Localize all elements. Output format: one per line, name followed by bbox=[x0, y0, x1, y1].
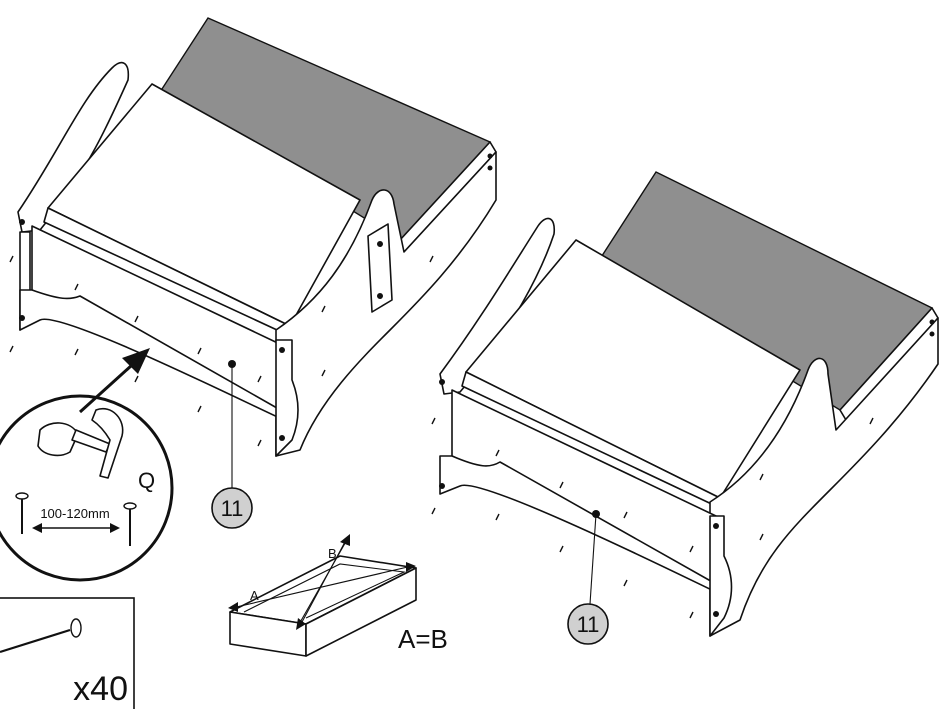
screw-hole bbox=[929, 319, 935, 325]
screw-hole bbox=[929, 331, 935, 337]
hardware-box: x40 bbox=[0, 597, 135, 709]
screw-hole bbox=[377, 293, 383, 299]
right-assembly: 11 bbox=[431, 171, 939, 645]
right-leg bbox=[275, 339, 299, 457]
nail-icon-left bbox=[15, 492, 29, 500]
front-foot-right bbox=[439, 455, 717, 593]
arrow-a-left bbox=[228, 602, 238, 612]
screw-hole bbox=[713, 523, 719, 529]
tool-label: Q bbox=[138, 468, 155, 493]
screw-hole bbox=[439, 379, 445, 385]
arrow-b-top bbox=[340, 534, 350, 546]
screw-hole bbox=[19, 315, 25, 321]
hammer-detail: Q 100-120mm bbox=[0, 348, 174, 582]
nail-length-label: 100-120mm bbox=[40, 506, 109, 521]
hardware-quantity: x40 bbox=[73, 670, 128, 708]
diagonal-check: A B A=B bbox=[228, 534, 448, 657]
front-foot bbox=[19, 289, 285, 421]
nail-icon-right bbox=[123, 502, 137, 510]
part-11-leader-right bbox=[589, 513, 597, 605]
screw-hole bbox=[279, 435, 285, 441]
nail-marks-right bbox=[431, 417, 874, 619]
part-11-callout-right bbox=[567, 603, 609, 645]
right-side-panel-right bbox=[709, 317, 939, 637]
diagonal-a bbox=[231, 565, 413, 609]
part-11-label-right: 11 bbox=[577, 612, 600, 637]
dimension-arrow-left bbox=[32, 523, 42, 533]
equation-label: A=B bbox=[398, 624, 448, 654]
nail-shank-icon bbox=[0, 628, 71, 654]
hardware-frame bbox=[0, 597, 135, 709]
screw-hole bbox=[439, 483, 445, 489]
diagonal-b2 bbox=[301, 539, 347, 623]
screw-hole bbox=[377, 241, 383, 247]
part-11-callout bbox=[211, 487, 253, 529]
screw-hole bbox=[487, 153, 493, 159]
nail-marks-left bbox=[9, 255, 434, 447]
screw-hole bbox=[713, 611, 719, 617]
vertical-post bbox=[367, 223, 393, 313]
tray-side bbox=[305, 567, 417, 657]
hand-icon bbox=[37, 422, 79, 457]
left-assembly: 11 bbox=[9, 17, 497, 529]
label-a: A bbox=[250, 588, 259, 603]
nail-head-icon bbox=[70, 618, 82, 638]
screw-hole bbox=[487, 165, 493, 171]
arrow-b-bottom bbox=[296, 618, 306, 630]
dimension-arrow-right bbox=[110, 523, 120, 533]
part-11-label: 11 bbox=[221, 496, 244, 521]
arrow-a-right bbox=[406, 562, 416, 572]
detail-arrow-head bbox=[122, 348, 150, 374]
screw-hole bbox=[19, 219, 25, 225]
screw-hole bbox=[279, 347, 285, 353]
label-b: B bbox=[328, 546, 337, 561]
hammer-head-icon bbox=[91, 407, 124, 479]
right-leg-right bbox=[709, 515, 733, 637]
tray-inner-edge bbox=[243, 563, 406, 619]
